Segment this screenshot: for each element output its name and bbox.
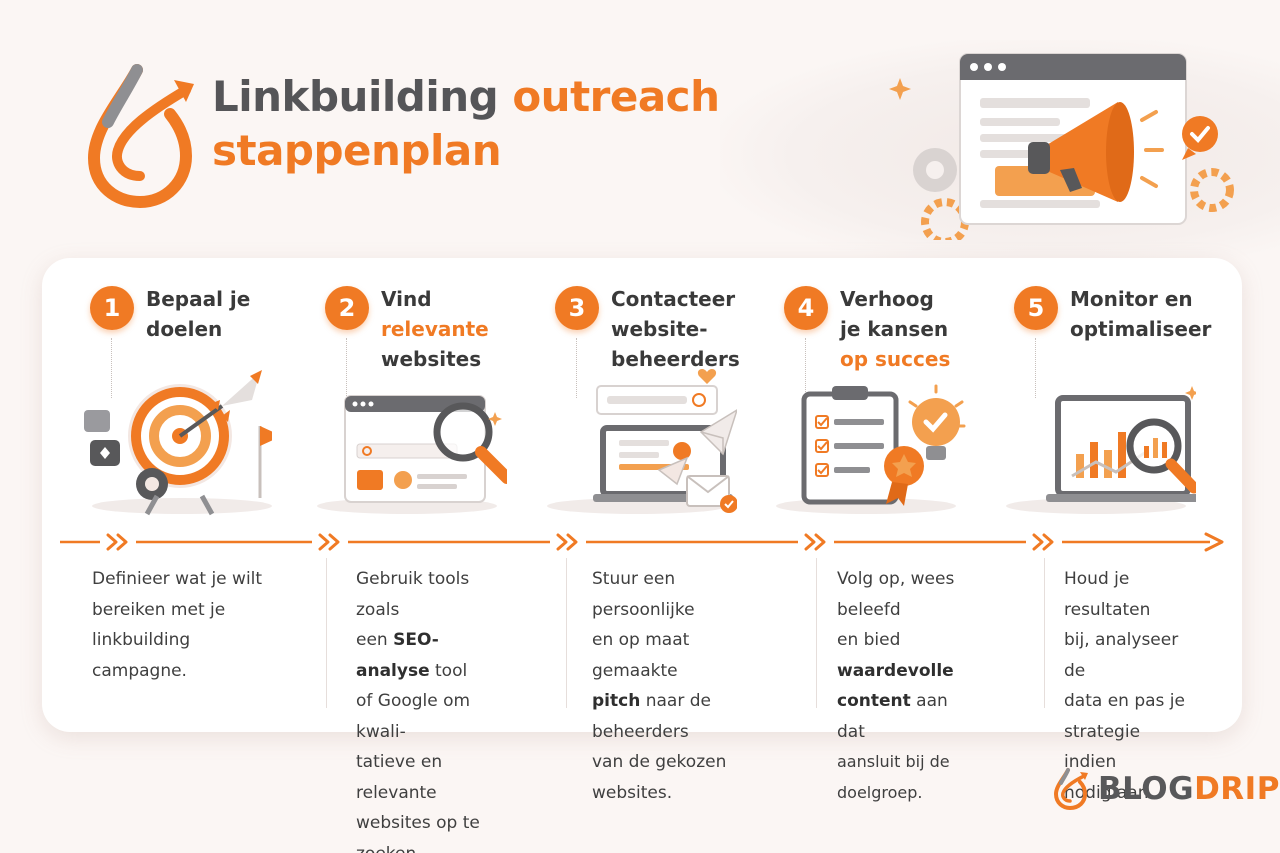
step-4-desc-text: en bied bbox=[837, 630, 901, 650]
brand-name-part-2: DRIP bbox=[1194, 771, 1280, 807]
step-2-desc-bold: SEO-analyse bbox=[356, 630, 439, 681]
title-line-2: stappenplan bbox=[212, 126, 502, 175]
chevron-right-icon bbox=[798, 529, 834, 555]
step-4-title: Verhoog je kansen op succes bbox=[840, 284, 950, 374]
step-3-number: 3 bbox=[555, 286, 599, 330]
step-3-title: Contacteer website- beheerders bbox=[611, 284, 740, 374]
step-4-desc-bold: content bbox=[837, 691, 911, 711]
step-2-desc-text: tool bbox=[429, 660, 468, 681]
step-2-connector bbox=[346, 338, 347, 398]
step-4-header: 4 Verhoog je kansen op succes bbox=[784, 286, 950, 374]
step-5-desc-line: bij, analyseer de bbox=[1064, 630, 1179, 681]
step-2-header: 2 Vind relevante websites bbox=[325, 286, 489, 374]
step-4-desc-bold: waardevolle bbox=[837, 660, 954, 681]
step-4-description: Volg op, wees beleefd en bied waardevoll… bbox=[837, 564, 966, 808]
chevron-right-icon bbox=[100, 529, 136, 555]
step-4: 4 Verhoog je kansen op succes bbox=[736, 258, 966, 802]
step-5-desc-line: strategie indien bbox=[1064, 721, 1141, 773]
step-1-desc-line: linkbuilding campagne. bbox=[92, 630, 191, 681]
step-1-title-line-1: Bepaal je bbox=[146, 287, 251, 311]
column-divider bbox=[566, 558, 567, 708]
step-3-title-line-2: website- bbox=[611, 317, 708, 341]
step-2: 2 Vind relevante websites Gebruik tools bbox=[277, 258, 507, 853]
column-divider bbox=[326, 558, 327, 708]
chevron-right-icon bbox=[1026, 529, 1062, 555]
drop-logo-icon bbox=[1053, 768, 1088, 811]
step-1-title-line-2: doelen bbox=[146, 317, 223, 341]
monitor-chart-icon bbox=[1006, 386, 1196, 514]
step-5-number: 5 bbox=[1014, 286, 1058, 330]
step-4-title-line-1: Verhoog bbox=[840, 287, 934, 311]
step-1-header: 1 Bepaal je doelen bbox=[90, 286, 250, 344]
browser-magnifier-icon bbox=[317, 395, 507, 514]
step-4-title-line-2: je kansen bbox=[840, 317, 949, 341]
step-1-title: Bepaal je doelen bbox=[146, 284, 250, 344]
checklist-badge-bulb-icon bbox=[776, 384, 966, 514]
column-divider bbox=[1044, 558, 1045, 708]
brand-name: BLOGDRIP bbox=[1098, 771, 1280, 807]
step-1-number: 1 bbox=[90, 286, 134, 330]
chevron-right-icon bbox=[312, 529, 348, 555]
step-5-title: Monitor en optimaliseer bbox=[1070, 284, 1211, 344]
step-3-title-line-3: beheerders bbox=[611, 347, 740, 371]
step-5-header: 5 Monitor en optimaliseer bbox=[1014, 286, 1211, 344]
column-divider bbox=[816, 558, 817, 708]
step-1-desc-line: Definieer wat je wilt bbox=[92, 569, 263, 589]
step-5-desc-line: Houd je resultaten bbox=[1064, 569, 1151, 620]
step-4-desc-line: aansluit bij de doelgroep. bbox=[837, 752, 950, 802]
step-5-title-line-2: optimaliseer bbox=[1070, 317, 1212, 341]
step-1-desc-line: bereiken met je bbox=[92, 599, 226, 620]
step-3-title-line-1: Contacteer bbox=[611, 287, 736, 311]
step-3-desc-text: naar de beheerders bbox=[592, 691, 711, 742]
step-2-title-line-1: Vind bbox=[381, 287, 432, 311]
drop-logo-icon bbox=[87, 64, 194, 208]
step-3: 3 Contacteer website- beheerders bbox=[507, 258, 740, 803]
step-5-connector bbox=[1035, 338, 1036, 398]
step-2-number: 2 bbox=[325, 286, 369, 330]
laptop-mail-icon bbox=[547, 369, 737, 514]
step-2-desc-line: websites op te zoeken. bbox=[356, 813, 480, 853]
step-4-desc-text: aan dat bbox=[837, 691, 948, 742]
step-2-desc-line: tatieve en relevante bbox=[356, 752, 443, 803]
chevron-right-icon bbox=[550, 529, 586, 555]
step-3-desc-line: Stuur een persoonlijke bbox=[592, 569, 695, 620]
step-2-description: Gebruik tools zoals een SEO-analyse tool… bbox=[356, 564, 507, 853]
step-2-desc-line: Gebruik tools zoals bbox=[356, 569, 470, 620]
step-2-desc-line: een SEO-analyse tool bbox=[356, 625, 507, 686]
step-3-header: 3 Contacteer website- beheerders bbox=[555, 286, 740, 374]
step-3-description: Stuur een persoonlijke en op maat gemaak… bbox=[592, 564, 737, 808]
step-5-title-line-1: Monitor en bbox=[1070, 287, 1193, 311]
page-title: Linkbuilding outreach stappenplan bbox=[212, 70, 720, 178]
title-part-2: outreach bbox=[512, 72, 720, 121]
step-2-title-line-3: websites bbox=[381, 347, 482, 371]
target-rocket-icon bbox=[84, 370, 272, 516]
step-4-title-line-3: op succes bbox=[840, 347, 951, 371]
step-4-connector bbox=[805, 338, 806, 398]
step-3-desc-line: van de gekozen bbox=[592, 752, 727, 772]
step-2-title: Vind relevante websites bbox=[381, 284, 489, 374]
step-5: 5 Monitor en optimaliseer Houd je result… bbox=[966, 258, 1211, 803]
step-1-connector bbox=[111, 338, 112, 398]
step-3-desc-line: en op maat gemaakte bbox=[592, 630, 690, 681]
title-part-1: Linkbuilding bbox=[212, 72, 499, 121]
steps-card: 1 Bepaal je doelen D bbox=[42, 258, 1242, 853]
step-2-desc-text: een bbox=[356, 630, 394, 650]
step-4-desc-line: en bied waardevolle bbox=[837, 625, 966, 686]
step-4-desc-line: Volg op, wees beleefd bbox=[837, 569, 955, 620]
step-4-desc-line: content aan dat bbox=[837, 686, 966, 747]
brand-logo: BLOGDRIP bbox=[1052, 766, 1280, 812]
megaphone-browser-icon bbox=[889, 53, 1234, 240]
step-3-connector bbox=[576, 338, 577, 398]
brand-name-part-1: BLOG bbox=[1098, 771, 1195, 807]
step-4-number: 4 bbox=[784, 286, 828, 330]
step-2-desc-line: of Google om kwali- bbox=[356, 691, 471, 742]
step-2-title-line-2: relevante bbox=[381, 317, 489, 341]
step-3-desc-line: websites. bbox=[592, 782, 673, 803]
step-5-desc-line: data en pas je bbox=[1064, 691, 1185, 711]
step-3-desc-line: pitch naar de beheerders bbox=[592, 686, 737, 747]
step-3-desc-bold: pitch bbox=[592, 691, 641, 711]
step-1: 1 Bepaal je doelen D bbox=[42, 258, 272, 732]
timeline-arrow bbox=[60, 529, 1224, 555]
step-1-description: Definieer wat je wilt bereiken met je li… bbox=[92, 564, 272, 686]
